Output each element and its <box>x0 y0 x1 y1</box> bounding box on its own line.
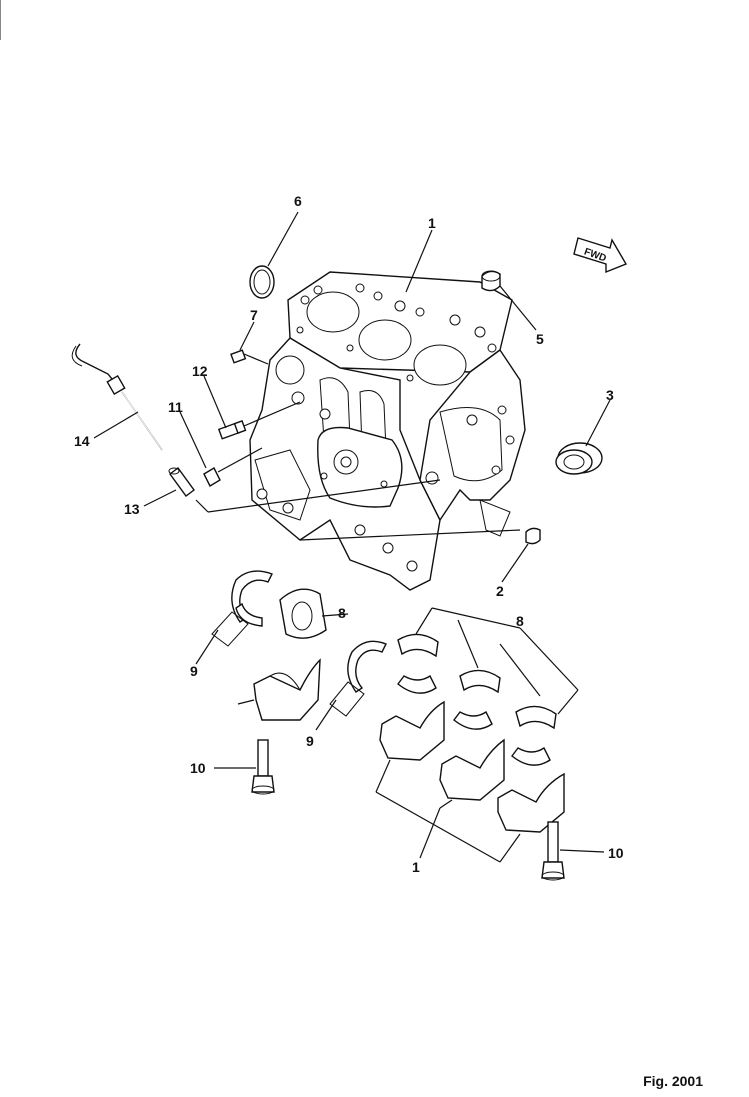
oil-pressure-switch-part-12 <box>217 420 247 440</box>
main-bearing-part-8-right-3 <box>511 705 557 766</box>
figure-label: Fig. 2001 <box>643 1073 703 1089</box>
fwd-arrow-icon: FWD <box>573 237 628 274</box>
callout-10-right: 10 <box>608 845 624 861</box>
bolt-part-10-left <box>251 739 275 795</box>
callout-1-bottom: 1 <box>412 859 420 875</box>
callout-9-lower: 9 <box>306 733 314 749</box>
bearing-cap-part-1-right-3 <box>497 772 565 833</box>
plug-part-2 <box>525 527 541 545</box>
dipstick-guide-part-13 <box>168 467 195 497</box>
callout-6: 6 <box>294 193 302 209</box>
callout-8-right: 8 <box>516 613 524 629</box>
callout-9-upper: 9 <box>190 663 198 679</box>
bolt-part-7 <box>230 349 269 365</box>
oil-seal-part-3 <box>555 442 603 475</box>
callout-7: 7 <box>250 307 258 323</box>
cylinder-block <box>249 271 526 591</box>
bearing-cap-part-1-left <box>253 658 321 721</box>
plug-part-11 <box>203 447 263 487</box>
dipstick-part-14 <box>71 343 163 451</box>
callout-8-left: 8 <box>338 605 346 621</box>
callout-1-top: 1 <box>428 215 436 231</box>
callout-12: 12 <box>192 363 208 379</box>
thrust-washer-part-9-upper <box>231 570 273 627</box>
main-bearing-part-8-right-2 <box>453 669 501 730</box>
plug-part-5 <box>481 270 501 292</box>
leader-lines <box>93 211 611 863</box>
bearing-cap-part-1-right-2 <box>439 738 505 801</box>
callout-14: 14 <box>74 433 90 449</box>
main-bearing-part-8-left <box>279 588 327 639</box>
bolt-part-10-right <box>541 821 565 881</box>
thrust-washer-part-9-lower <box>347 640 387 693</box>
callout-11: 11 <box>168 399 183 415</box>
callout-3: 3 <box>606 387 614 403</box>
bearing-cap-part-1-right-1 <box>379 700 445 761</box>
callouts: 1 6 5 7 3 2 12 11 14 13 8 8 9 9 10 10 1 <box>74 193 624 875</box>
main-bearing-part-8-right-1 <box>397 633 439 694</box>
callout-13: 13 <box>124 501 140 517</box>
callout-5: 5 <box>536 331 544 347</box>
callout-2: 2 <box>496 583 504 599</box>
callout-10-left: 10 <box>190 760 206 776</box>
